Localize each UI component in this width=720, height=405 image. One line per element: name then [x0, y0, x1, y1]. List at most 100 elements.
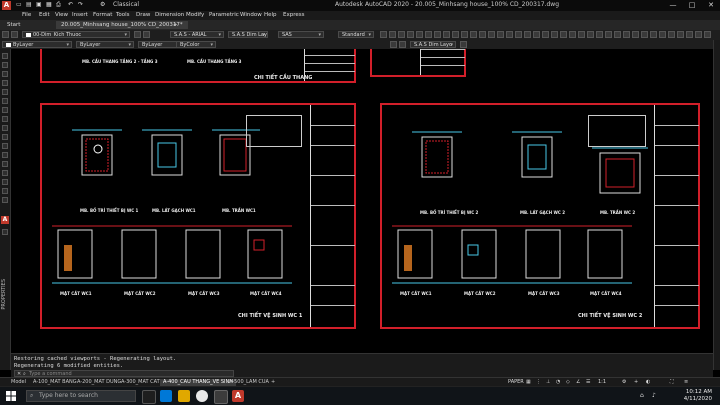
- draw-tool-icon[interactable]: [560, 31, 567, 38]
- tab-start[interactable]: Start: [7, 22, 21, 28]
- draw-tool-icon[interactable]: [380, 31, 387, 38]
- draw-tool-icon[interactable]: [479, 31, 486, 38]
- dim-tool-icon[interactable]: [390, 41, 397, 48]
- draw-tool-icon[interactable]: [668, 31, 675, 38]
- minimize-button[interactable]: —: [669, 1, 677, 9]
- properties-palette-label[interactable]: PROPERTIES: [1, 279, 7, 310]
- menu-modify[interactable]: Modify: [186, 12, 205, 18]
- draw-tool-icon[interactable]: [416, 31, 423, 38]
- draw-tool-icon[interactable]: [578, 31, 585, 38]
- draw-tool-icon[interactable]: [425, 31, 432, 38]
- draw-tool-icon[interactable]: [596, 31, 603, 38]
- draw-tool-icon[interactable]: [695, 31, 702, 38]
- system-clock[interactable]: 10:12 AM 4/11/2020: [683, 389, 712, 402]
- tab-model[interactable]: Model: [11, 379, 27, 385]
- new-file-icon[interactable]: ▭: [16, 1, 22, 8]
- draw-tool-icon[interactable]: [632, 31, 639, 38]
- menu-parametric[interactable]: Parametric: [209, 12, 239, 18]
- layer-state-icon[interactable]: [11, 31, 18, 38]
- make-current-icon[interactable]: [134, 31, 141, 38]
- gradient-tool-icon[interactable]: [2, 170, 8, 176]
- draw-tool-icon[interactable]: [524, 31, 531, 38]
- circle-tool-icon[interactable]: [2, 98, 8, 104]
- draw-tool-icon[interactable]: [461, 31, 468, 38]
- lineweight-icon[interactable]: ☰: [586, 379, 591, 385]
- multileader-style-combo[interactable]: Standard▾: [338, 31, 374, 38]
- close-button[interactable]: ✕: [708, 1, 714, 9]
- draw-tool-icon[interactable]: [623, 31, 630, 38]
- tab-layout-a100[interactable]: A-100_MAT BANG: [33, 379, 77, 385]
- customize-icon[interactable]: ≡: [684, 379, 689, 385]
- maximize-button[interactable]: □: [688, 1, 696, 9]
- volume-icon[interactable]: ♪: [652, 392, 656, 399]
- menu-insert[interactable]: Insert: [72, 12, 88, 18]
- ellipse-tool-icon[interactable]: [2, 125, 8, 131]
- close-icon[interactable]: ✕: [17, 371, 22, 377]
- point-tool-icon[interactable]: [2, 152, 8, 158]
- draw-tool-icon[interactable]: [443, 31, 450, 38]
- drawing-canvas[interactable]: MB. CẦU THANG TẦNG 2 - TẦNG 3 MB. CẦU TH…: [11, 49, 713, 353]
- polar-icon[interactable]: ◔: [556, 379, 561, 385]
- hatch-tool-icon[interactable]: [2, 161, 8, 167]
- rectangle-tool-icon[interactable]: [2, 80, 8, 86]
- draw-tool-icon[interactable]: [677, 31, 684, 38]
- text-style-combo[interactable]: S.A.S - ARIAL▾: [170, 31, 224, 38]
- dim-tool-icon[interactable]: [460, 41, 467, 48]
- draw-tool-icon[interactable]: [605, 31, 612, 38]
- menu-express[interactable]: Express: [283, 12, 305, 18]
- paper-space-toggle[interactable]: PAPER: [508, 379, 524, 385]
- draw-tool-icon[interactable]: [650, 31, 657, 38]
- revision-cloud-icon[interactable]: [2, 107, 8, 113]
- autocad-a-icon[interactable]: A: [1, 216, 9, 224]
- menu-format[interactable]: Format: [93, 12, 113, 18]
- new-tab-icon[interactable]: +: [173, 22, 178, 28]
- draw-tool-icon[interactable]: [497, 31, 504, 38]
- mtext-tool-icon[interactable]: [2, 197, 8, 203]
- draw-tool-icon[interactable]: [569, 31, 576, 38]
- layer-previous-icon[interactable]: [143, 31, 150, 38]
- linetype-combo[interactable]: ByLayer▾: [76, 41, 134, 48]
- draw-tool-icon[interactable]: [659, 31, 666, 38]
- dim-tool-icon[interactable]: [399, 41, 406, 48]
- draw-tool-icon[interactable]: [488, 31, 495, 38]
- draw-tool-icon[interactable]: [515, 31, 522, 38]
- network-icon[interactable]: ⌂: [640, 392, 644, 399]
- dim-style-combo[interactable]: S.A.S Dim Layo▾: [228, 31, 268, 38]
- make-block-icon[interactable]: [2, 143, 8, 149]
- menu-help[interactable]: Help: [264, 12, 277, 18]
- tab-layout-a400[interactable]: A-400_CAU THANG_VE SINH: [160, 379, 236, 386]
- menu-view[interactable]: View: [55, 12, 69, 18]
- workspace-selector[interactable]: Classical: [113, 1, 140, 8]
- tab-layout-a200[interactable]: A-200_MAT DUNG: [77, 379, 122, 385]
- draw-tool-icon[interactable]: [533, 31, 540, 38]
- menu-dimension[interactable]: Dimension: [155, 12, 185, 18]
- save-as-icon[interactable]: ▦: [46, 1, 52, 8]
- draw-tool-icon[interactable]: [704, 31, 711, 38]
- print-icon[interactable]: ⎙: [56, 1, 61, 8]
- spline-tool-icon[interactable]: [2, 116, 8, 122]
- add-layout-icon[interactable]: +: [271, 379, 276, 385]
- file-explorer-icon[interactable]: [178, 390, 190, 402]
- menu-file[interactable]: File: [22, 12, 32, 18]
- table-tool-icon[interactable]: [2, 188, 8, 194]
- draw-tool-icon[interactable]: [542, 31, 549, 38]
- chrome-icon[interactable]: [196, 390, 208, 402]
- add-selected-icon[interactable]: [2, 229, 8, 235]
- draw-tool-icon[interactable]: [551, 31, 558, 38]
- menu-edit[interactable]: Edit: [39, 12, 50, 18]
- draw-tool-icon[interactable]: [407, 31, 414, 38]
- draw-tool-icon[interactable]: [686, 31, 693, 38]
- save-icon[interactable]: ▣: [36, 1, 42, 8]
- open-file-icon[interactable]: ▤: [26, 1, 32, 8]
- grid-icon[interactable]: ▦: [526, 379, 531, 385]
- isolate-icon[interactable]: ◐: [646, 379, 651, 385]
- draw-tool-icon[interactable]: [398, 31, 405, 38]
- ortho-icon[interactable]: ⊥: [546, 379, 551, 385]
- arc-tool-icon[interactable]: [2, 89, 8, 95]
- polyline-tool-icon[interactable]: [2, 62, 8, 68]
- draw-tool-icon[interactable]: [389, 31, 396, 38]
- draw-tool-icon[interactable]: [587, 31, 594, 38]
- taskbar-search-input[interactable]: ⌕ Type here to search: [26, 390, 136, 402]
- polygon-tool-icon[interactable]: [2, 71, 8, 77]
- settings-icon[interactable]: ⚙: [622, 379, 627, 385]
